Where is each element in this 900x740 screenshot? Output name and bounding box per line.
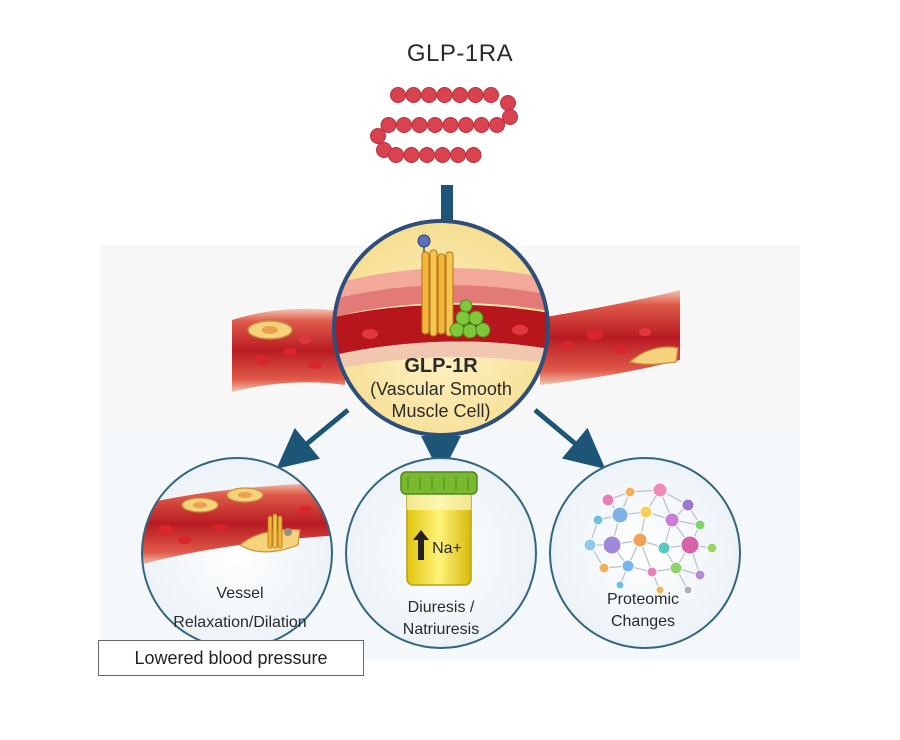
peptide-bead bbox=[421, 87, 437, 103]
network-node bbox=[694, 519, 706, 531]
peptide-bead bbox=[388, 147, 404, 163]
network-node bbox=[621, 559, 635, 573]
peptide-bead bbox=[436, 87, 453, 103]
effect-proteomic-label-2: Changes bbox=[611, 613, 675, 630]
peptide-bead bbox=[403, 147, 420, 163]
peptide-bead bbox=[427, 117, 443, 133]
network-node bbox=[601, 493, 615, 507]
outcome-box: Lowered blood pressure bbox=[98, 640, 364, 676]
network-node bbox=[646, 566, 658, 578]
peptide-bead bbox=[452, 87, 468, 103]
peptide-bead bbox=[483, 87, 499, 103]
peptide-bead bbox=[500, 95, 516, 111]
peptide-bead bbox=[473, 117, 490, 133]
peptide-bead bbox=[396, 117, 412, 133]
blood-vessel-left bbox=[232, 308, 345, 392]
network-node bbox=[706, 542, 718, 554]
effect-diuresis-label-2: Natriuresis bbox=[403, 621, 479, 638]
network-node bbox=[652, 482, 668, 498]
protein-network-icon bbox=[583, 482, 718, 595]
blood-vessel-right bbox=[540, 290, 680, 385]
network-node bbox=[598, 562, 610, 574]
peptide-bead bbox=[434, 147, 451, 163]
sodium-badge: Na+ bbox=[432, 540, 462, 557]
network-node bbox=[681, 498, 695, 512]
arrow-to-proteomic bbox=[533, 408, 606, 469]
network-node bbox=[602, 535, 622, 555]
network-node bbox=[683, 585, 693, 595]
peptide-bead bbox=[467, 87, 484, 103]
network-node bbox=[655, 585, 665, 595]
g-protein-cluster-icon bbox=[449, 299, 491, 339]
peptide-bead bbox=[465, 147, 482, 163]
peptide-bead bbox=[411, 117, 428, 133]
network-node bbox=[639, 505, 653, 519]
receptor-protein-icon bbox=[417, 234, 454, 337]
effect-proteomic-label-1: Proteomic bbox=[607, 591, 679, 608]
network-node bbox=[680, 535, 700, 555]
peptide-bead bbox=[458, 117, 474, 133]
peptide-bead bbox=[489, 117, 505, 133]
peptide-bead bbox=[419, 147, 435, 163]
peptide-bead bbox=[405, 87, 422, 103]
effect-circle-vessel bbox=[141, 457, 333, 649]
effect-circle-diuresis: Na+ bbox=[345, 457, 537, 649]
receptor-sublabel-1: (Vascular Smooth bbox=[370, 379, 512, 399]
receptor-label: GLP-1R bbox=[404, 355, 478, 377]
specimen-jar-icon bbox=[400, 471, 478, 586]
effect-circle-proteomic bbox=[549, 457, 741, 649]
peptide-bead bbox=[450, 147, 466, 163]
arrow-to-vessel-relaxation bbox=[276, 408, 350, 469]
network-node bbox=[611, 506, 629, 524]
peptide-bead bbox=[380, 117, 397, 133]
peptide-bead bbox=[370, 128, 386, 144]
network-node bbox=[592, 514, 604, 526]
network-node bbox=[657, 541, 671, 555]
peptide-chain-icon bbox=[370, 87, 518, 163]
peptide-bead bbox=[390, 87, 406, 103]
peptide-bead bbox=[502, 109, 518, 125]
effect-diuresis-label-1: Diuresis / bbox=[408, 599, 475, 616]
network-node bbox=[669, 561, 683, 575]
receptor-sublabel-2: Muscle Cell) bbox=[391, 401, 490, 421]
peptide-bead bbox=[442, 117, 459, 133]
network-node bbox=[632, 532, 648, 548]
network-node bbox=[694, 569, 706, 581]
network-node bbox=[583, 538, 597, 552]
effect-vessel-label-1: Vessel bbox=[216, 585, 263, 602]
network-node bbox=[664, 512, 680, 528]
network-node bbox=[615, 580, 625, 590]
network-node bbox=[624, 486, 636, 498]
agonist-label: GLP-1RA bbox=[406, 40, 514, 67]
effect-vessel-label-2: Relaxation/Dilation bbox=[173, 614, 306, 631]
